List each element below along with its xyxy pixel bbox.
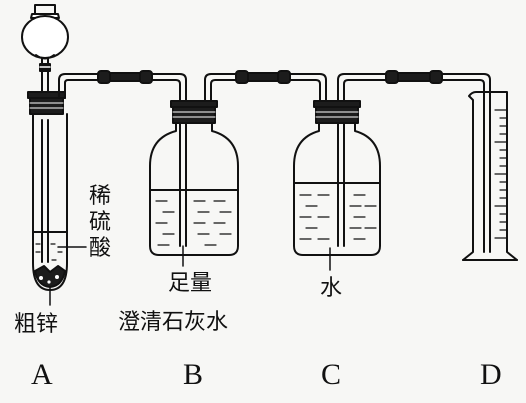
graduated-cylinder — [462, 91, 518, 261]
liquid-c-label-water: 水 — [320, 276, 343, 301]
tube-b-outlet — [204, 73, 237, 104]
tube-b-inlet — [151, 73, 187, 247]
liquid-b-hatching — [155, 200, 232, 246]
rubber-connector-1 — [97, 70, 153, 84]
test-tube — [32, 113, 68, 291]
stopper-a — [27, 91, 66, 115]
apparatus-letter-a: A — [31, 358, 53, 391]
liquid-c-hatching — [299, 194, 377, 240]
apparatus-c — [289, 73, 387, 271]
solid-label-crude-zinc: 粗锌 — [14, 312, 59, 337]
separatory-funnel — [21, 4, 69, 263]
tube-to-cylinder — [441, 73, 491, 253]
apparatus-d — [441, 73, 518, 261]
apparatus-letter-d: D — [480, 358, 502, 391]
reagent-label-dilute-sulfuric-acid: 稀硫酸 — [88, 184, 111, 261]
apparatus-a — [21, 4, 99, 306]
tube-c-outlet — [337, 73, 387, 247]
liquid-b-label-line1: 足量 — [168, 271, 213, 296]
apparatus-b — [149, 73, 239, 267]
bottle-b — [149, 122, 239, 256]
rubber-connector-2 — [235, 70, 291, 84]
bottle-c — [293, 122, 381, 256]
tube-a-to-b — [58, 73, 99, 99]
cylinder-graduations — [494, 109, 507, 239]
apparatus-letter-b: B — [183, 358, 204, 391]
liquid-b-label-line2: 澄清石灰水 — [118, 310, 229, 335]
rubber-connector-3 — [385, 70, 443, 84]
apparatus-letter-c: C — [321, 358, 342, 391]
stopper-c — [313, 100, 361, 124]
stopper-b — [170, 100, 218, 124]
tube-c-inlet — [289, 73, 327, 104]
